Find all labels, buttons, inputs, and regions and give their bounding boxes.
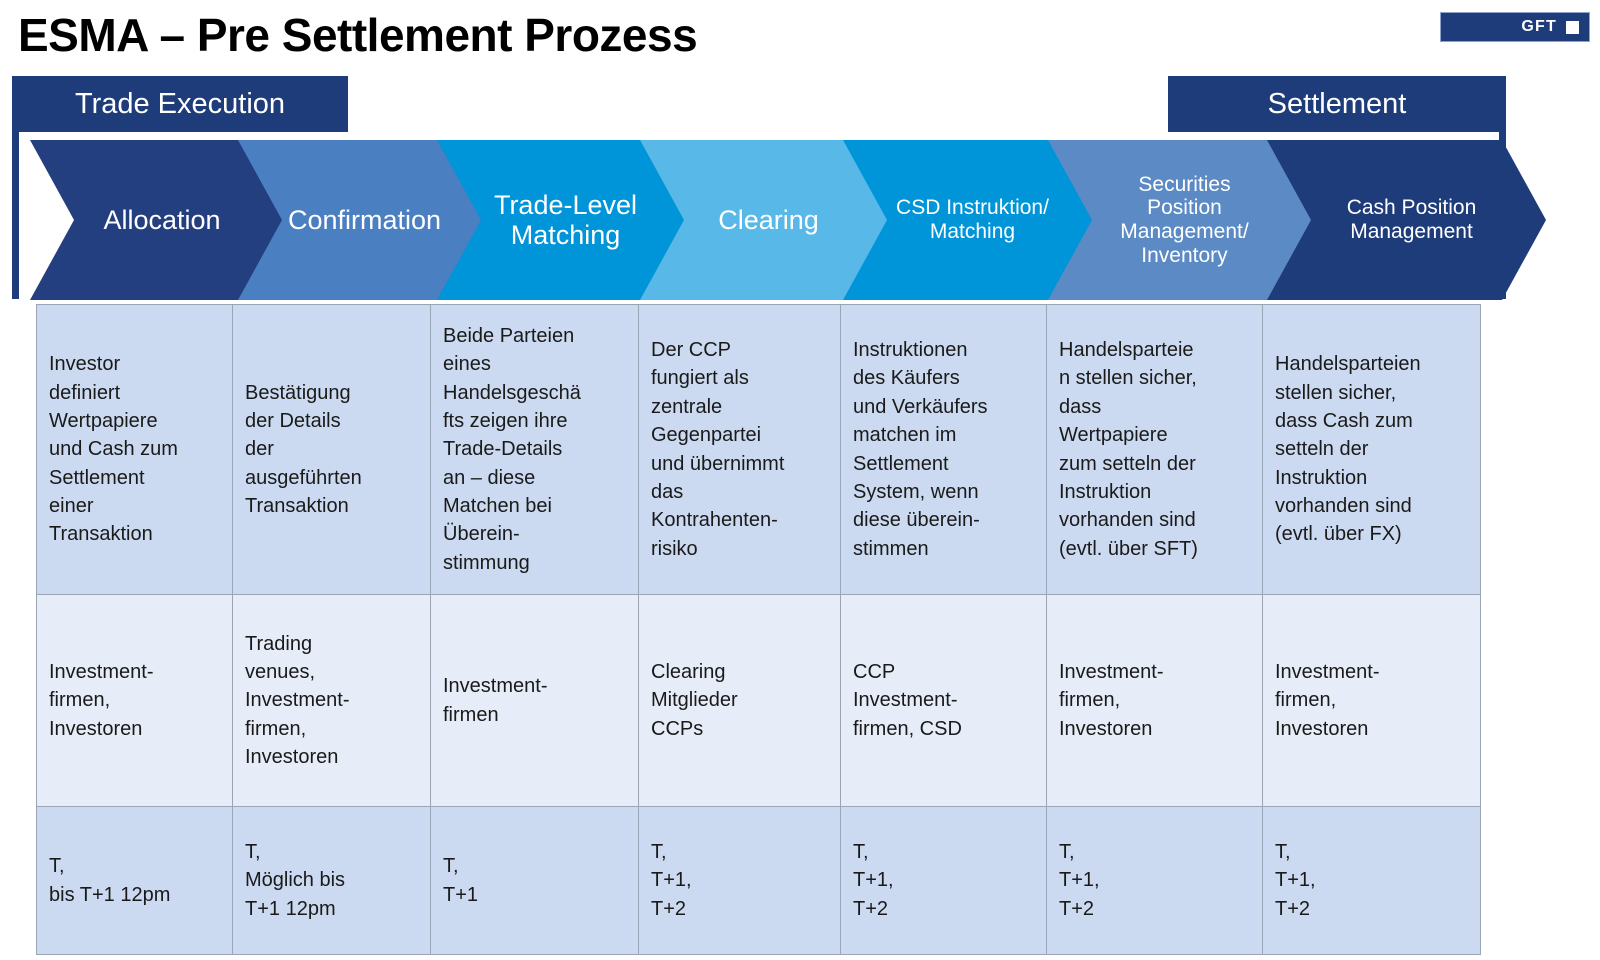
- cell-description-5: Instruktionen des Käufers und Verkäufers…: [840, 304, 1047, 595]
- cell-participants-2: Trading venues, Investment- firmen, Inve…: [232, 594, 431, 807]
- cell-participants-1: Investment- firmen, Investoren: [36, 594, 233, 807]
- cell-timing-7: T, T+1, T+2: [1262, 806, 1481, 955]
- cell-timing-2: T, Möglich bis T+1 12pm: [232, 806, 431, 955]
- cell-description-3: Beide Parteien eines Handelsgeschä fts z…: [430, 304, 639, 595]
- cell-description-6: Handelsparteie n stellen sicher, dass We…: [1046, 304, 1263, 595]
- process-detail-table: Investor definiert Wertpapiere und Cash …: [36, 304, 1481, 955]
- cell-timing-1: T, bis T+1 12pm: [36, 806, 233, 955]
- stage-chevron-allocation[interactable]: Allocation: [30, 140, 282, 300]
- stage-chevron-cash-position-management[interactable]: Cash Position Management: [1265, 140, 1546, 300]
- left-rail: [12, 132, 19, 299]
- cell-participants-7: Investment- firmen, Investoren: [1262, 594, 1481, 807]
- banner-settlement: Settlement: [1168, 76, 1506, 132]
- cell-timing-6: T, T+1, T+2: [1046, 806, 1263, 955]
- gft-logo-text: GFT: [1521, 18, 1557, 35]
- cell-timing-3: T, T+1: [430, 806, 639, 955]
- stage-chevron-trade-level-matching[interactable]: Trade-Level Matching: [435, 140, 684, 300]
- cell-timing-4: T, T+1, T+2: [638, 806, 841, 955]
- stage-chevron-securities-position-management[interactable]: Securities Position Management/ Inventor…: [1046, 140, 1311, 300]
- cell-participants-4: Clearing Mitglieder CCPs: [638, 594, 841, 807]
- cell-participants-6: Investment- firmen, Investoren: [1046, 594, 1263, 807]
- banner-trade-execution: Trade Execution: [12, 76, 348, 132]
- table-row-description: Investor definiert Wertpapiere und Cash …: [36, 304, 1481, 595]
- cell-description-2: Bestätigung der Details der ausgeführten…: [232, 304, 431, 595]
- cell-participants-3: Investment- firmen: [430, 594, 639, 807]
- square-icon: [1566, 20, 1579, 34]
- cell-timing-5: T, T+1, T+2: [840, 806, 1047, 955]
- cell-description-1: Investor definiert Wertpapiere und Cash …: [36, 304, 233, 595]
- cell-description-4: Der CCP fungiert als zentrale Gegenparte…: [638, 304, 841, 595]
- page-title: ESMA – Pre Settlement Prozess: [18, 9, 698, 61]
- gft-logo: GFT: [1440, 12, 1590, 42]
- cell-participants-5: CCP Investment- firmen, CSD: [840, 594, 1047, 807]
- cell-description-7: Handelsparteien stellen sicher, dass Cas…: [1262, 304, 1481, 595]
